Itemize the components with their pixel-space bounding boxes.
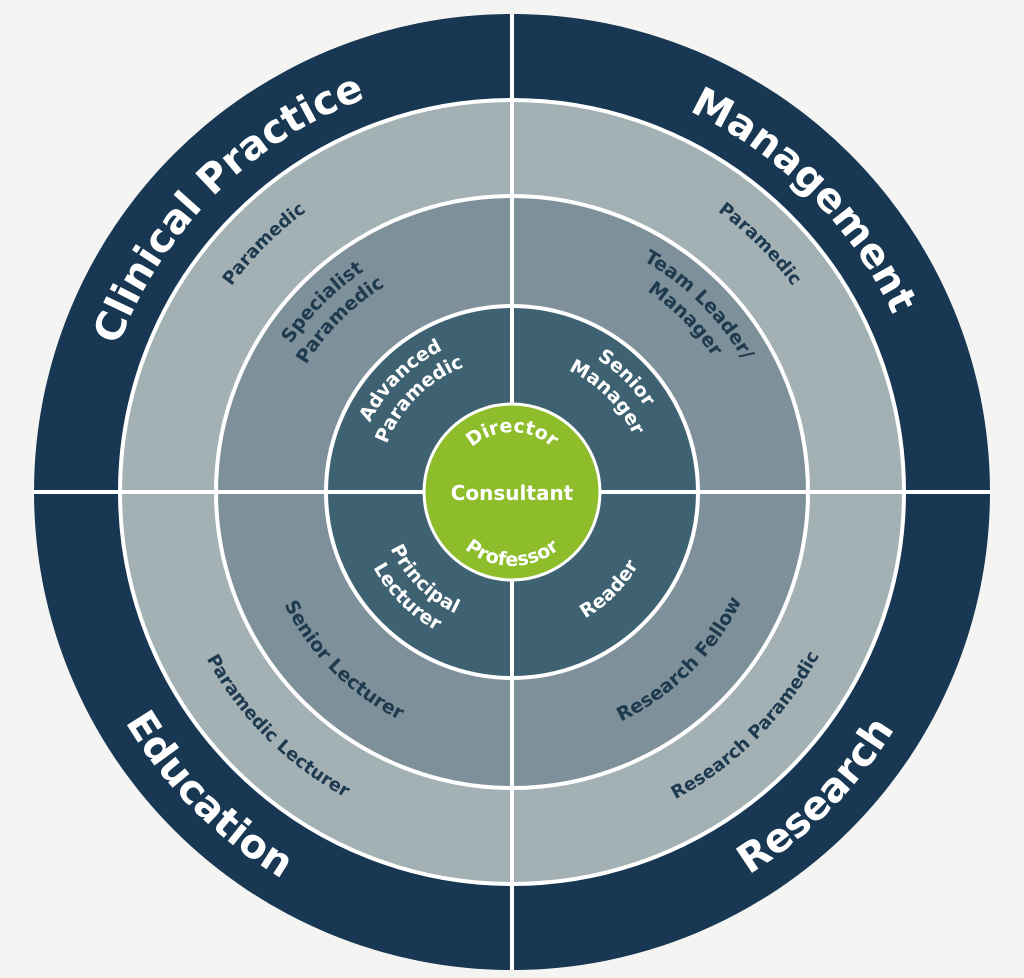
rings-layer <box>34 14 990 970</box>
center-circle <box>422 402 602 582</box>
center-label-middle: Consultant <box>451 481 574 505</box>
